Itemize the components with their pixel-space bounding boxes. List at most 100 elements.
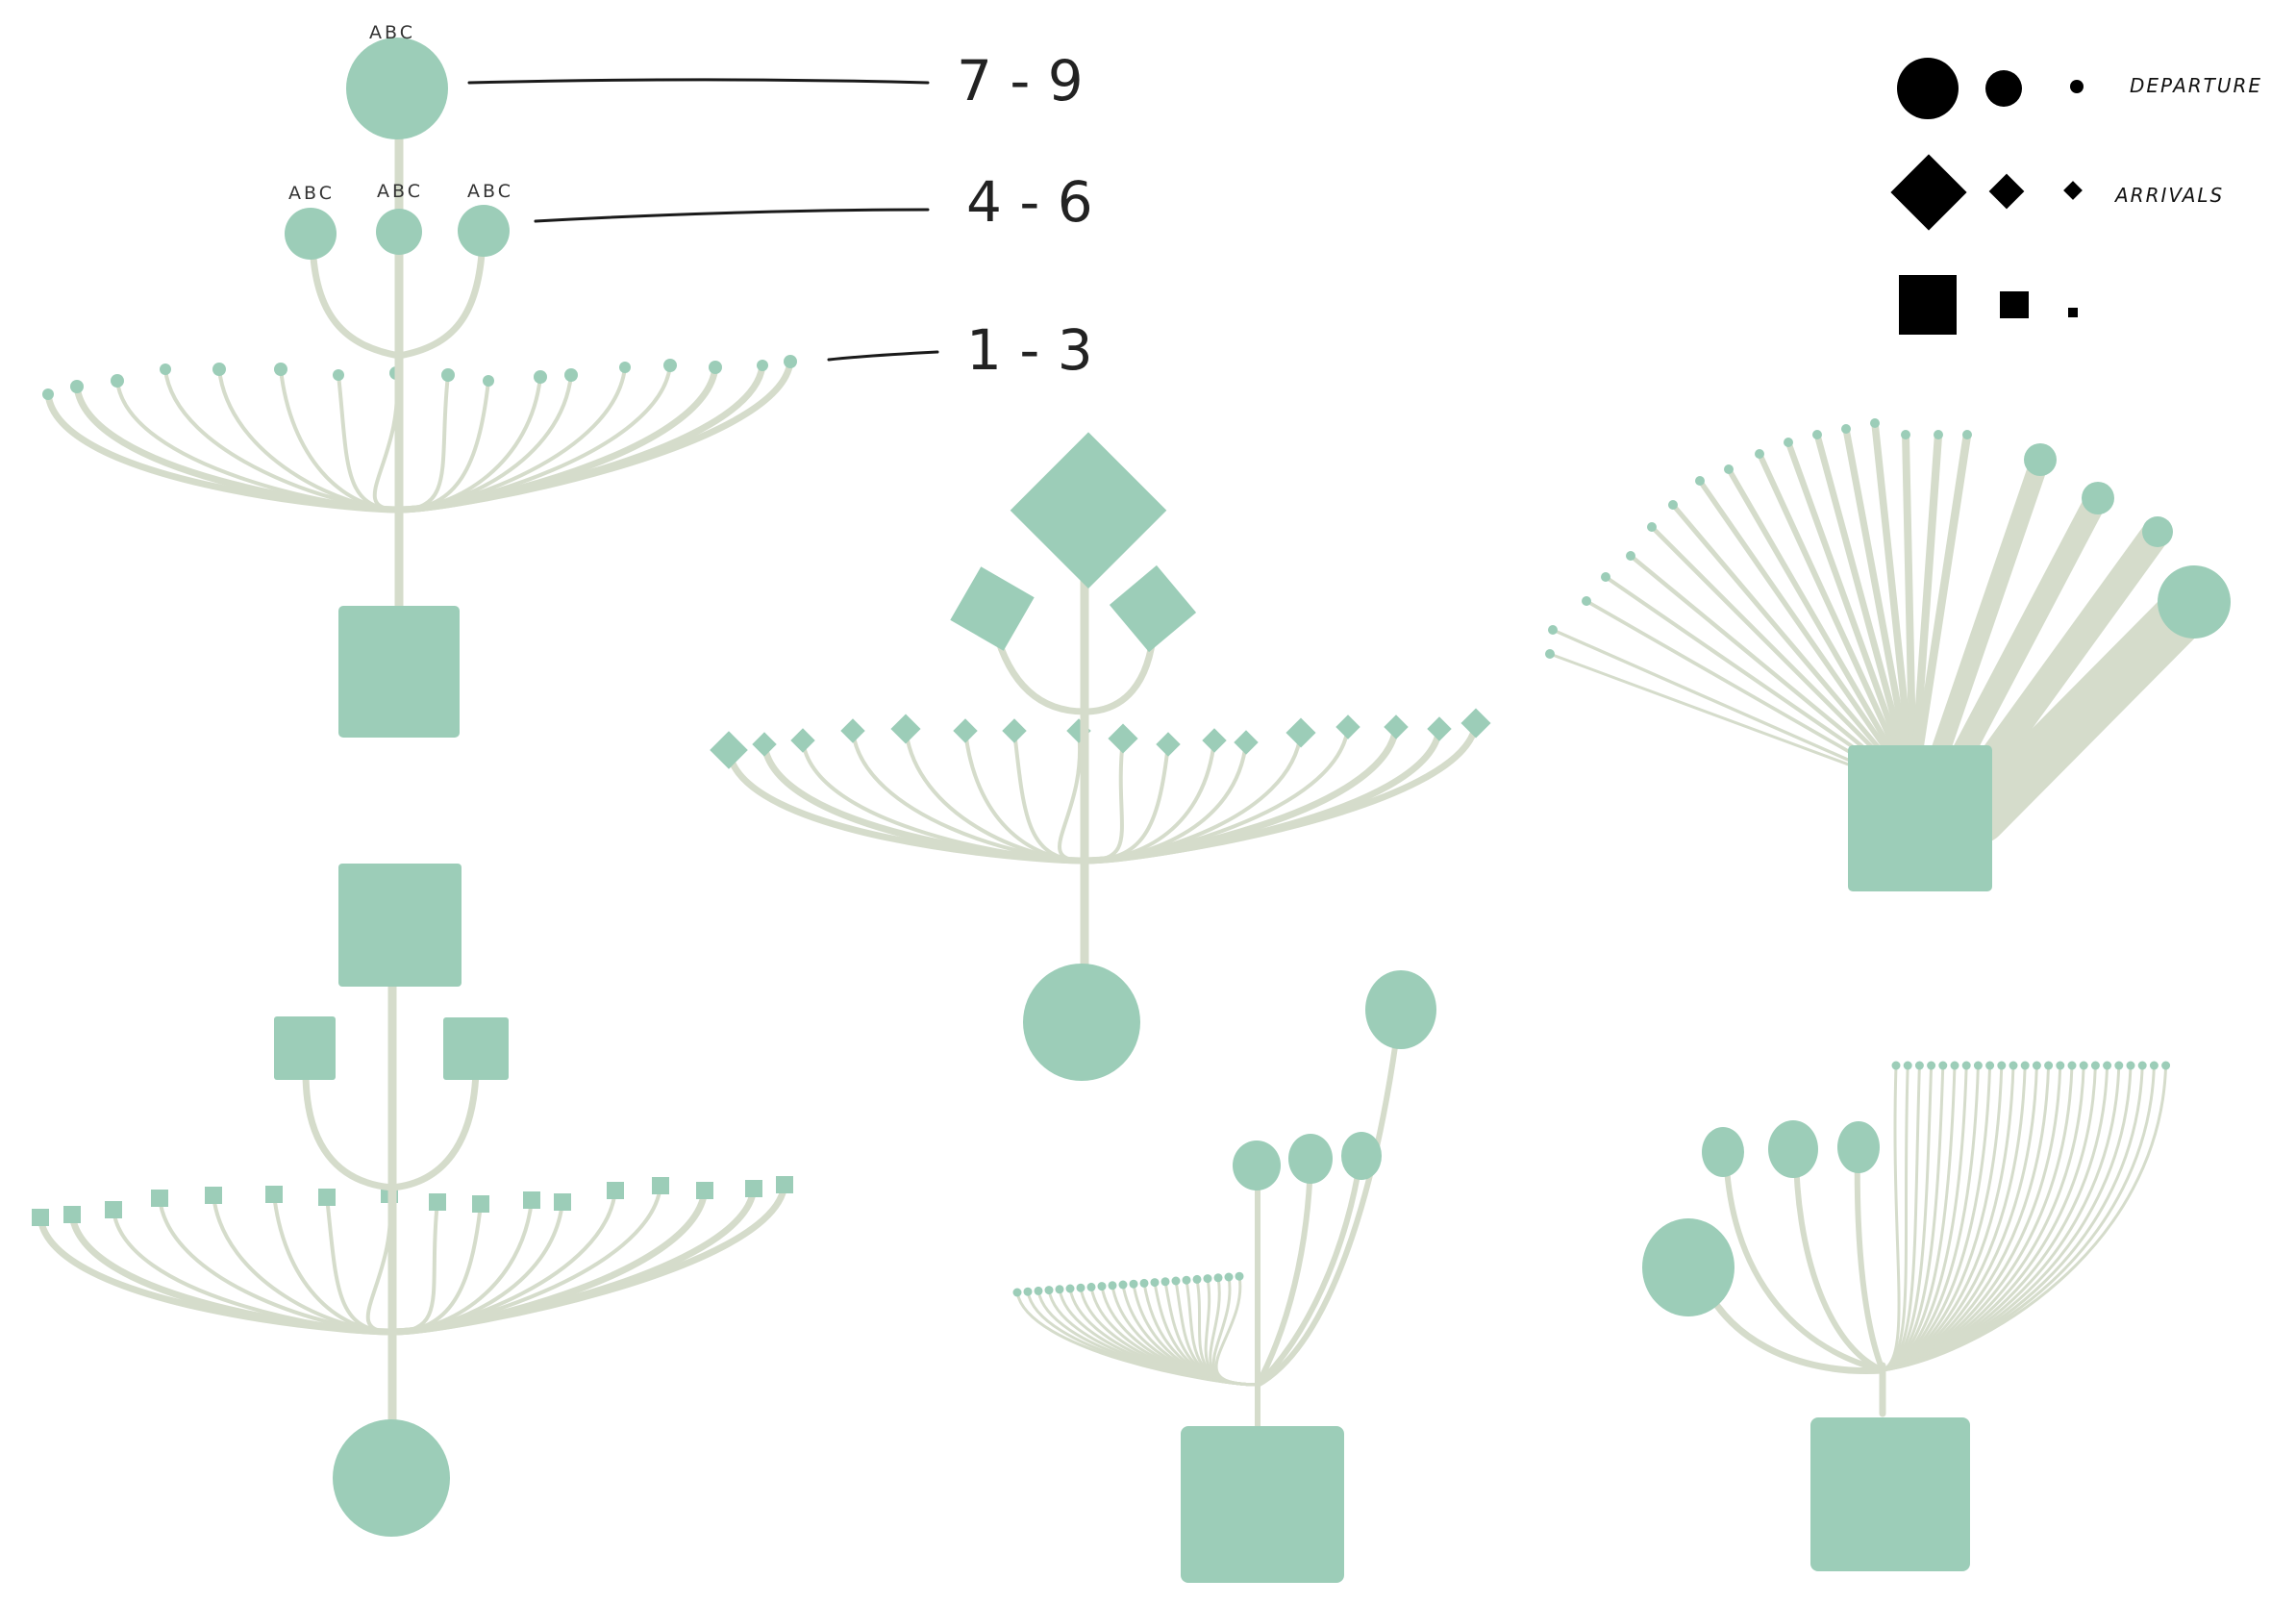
diagram-annotated-leaf-circle [709,361,722,374]
diagram-squares-mid-square [274,1016,336,1080]
diagram-left-fan-leaf-circle [1160,1277,1170,1287]
diagram-diamonds-mid-diamond [950,566,1035,651]
diagram-annotated-leaf-stem [395,358,794,514]
diagram-radial-root-square [1848,745,1992,891]
diagram-squares-leaf-stem [390,1200,439,1334]
diagram-right-fan-leaf-circle [2032,1061,2041,1070]
diagram-annotated-top-circle [346,38,448,139]
diagram-right-fan-leaf-circle [1950,1061,1959,1070]
legend-small-square [2068,308,2078,317]
diagram-squares-leaf-square [523,1191,540,1209]
diagram-right-fan-level-1-stems [1881,1061,2171,1372]
diagram-right-fan-mid-circle [1768,1120,1818,1178]
diagram-radial-leaf-stem [1842,425,1917,792]
diagram-radial-leaf-stem [1756,450,1917,792]
diagram-diamonds-root-circle [1023,964,1140,1081]
diagram-radial-leaf-stem [1726,466,1916,791]
diagram-radial-leaf-circle [1647,522,1657,532]
diagram-radial [1545,418,2231,891]
diagram-left-fan-branch [1255,1156,1363,1388]
diagram-annotated-branch-right [395,232,487,360]
diagram-diamonds-leaf-diamond [1384,714,1409,739]
diagram-annotated-leaf-circle [564,368,578,382]
node-label: ABC [369,22,415,43]
diagram-radial-branch [1928,450,2050,769]
diagram-right-fan-top-circle [1642,1218,1734,1316]
legend-departure-large-circle [1897,58,1959,119]
diagram-right-fan-branch [1854,1141,1885,1373]
diagram-right-fan-leaf-circle [2114,1061,2124,1070]
diagram-left-fan-leaf-circle [1139,1278,1149,1288]
diagram-squares-leaf-stem [388,1187,709,1336]
diagram-diamonds-leaf-diamond [1427,716,1452,741]
diagram-radial-level-1-stems [1545,418,1972,793]
diagram-radial-leaf-stem [1670,502,1916,791]
diagram-squares-leaf-square [696,1182,713,1199]
diagram-radial-leaf-stem [1813,431,1917,792]
diagram-diamonds-mid-diamond [1109,564,1197,653]
diagram-radial-mid-circle [2142,516,2173,547]
legend-medium-square [2000,291,2029,318]
diagram-left-fan-leaf-circle [1235,1271,1244,1281]
diagram-annotated-leaf-circle [42,388,54,400]
diagram-radial-leaf-circle [1841,424,1851,434]
diagram-right-fan-leaf-circle [2056,1061,2065,1070]
legend-arrivals-medium-diamond [1988,173,2025,210]
diagram-squares-branch-left [302,1068,396,1191]
diagram-right-fan-leaf-circle [2090,1061,2100,1070]
diagram-left-fan-top-circle [1365,970,1436,1049]
diagram-diamonds-leaf-diamond [710,731,748,769]
diagram-squares-branch-right [388,1068,480,1191]
diagram-diamonds-leaf-stem [1081,719,1480,865]
level-label-top: 7 - 9 [957,48,1084,113]
diagram-right-fan-leaf-circle [2126,1061,2135,1070]
level-label-bottom: 1 - 3 [966,317,1093,383]
diagram-annotated-leaf-circle [757,360,768,371]
diagram-right-fan-leaf-circle [1891,1061,1901,1070]
diagram-squares-leaf-square [63,1206,81,1223]
diagram-annotated-leaf-circle [160,363,171,375]
legend-departure-label: DEPARTURE [2130,74,2262,97]
diagram-left-fan-leaf-circle [1034,1286,1043,1295]
diagram-left-fan-leaf-stem [1214,1274,1260,1387]
diagram-diamonds-leaf-stem [1058,729,1086,863]
legend-arrivals-label: ARRIVALS [2113,184,2224,207]
diagram-left-fan-leaf-circle [1182,1275,1191,1285]
diagram-annotated: ABC ABC ABC ABC 7 - 9 4 - 6 1 - 3 [42,22,1093,738]
diagram-annotated-mid-circle [458,205,510,257]
diagram-diamonds-leaf-diamond [1002,718,1027,743]
diagram-right-fan-leaf-circle [1973,1061,1983,1070]
diagram-radial-leaf-stem [1871,419,1917,792]
diagram-diamonds-leaf-stem [1083,737,1125,863]
diagram-squares-leaf-square [554,1193,571,1211]
diagram-annotated-branch-left [309,232,403,360]
diagram-left-fan-leaf-circle [1118,1280,1128,1290]
leader-line-top [467,78,930,85]
diagram-right-fan-leaf-circle [1997,1061,2007,1070]
diagram-radial-leaf-circle [1870,418,1880,428]
diagram-right-fan-leaf-circle [2161,1061,2171,1070]
diagram-left-fan-mid-circle [1341,1132,1382,1180]
diagram-annotated-leaf-circle [441,368,455,382]
diagram-annotated-leaf-circle [619,362,631,373]
diagram-squares-leaf-square [151,1190,168,1207]
leader-line-middle [534,208,930,223]
diagram-radial-leaf-stem [1697,478,1916,791]
diagram-right-fan-leaf-circle [1938,1061,1948,1070]
diagram-right-fan-leaf-circle [1903,1061,1912,1070]
diagram-right-fan-leaf-circle [1927,1061,1936,1070]
diagram-left-fan [1012,970,1436,1583]
level-label-middle: 4 - 6 [966,169,1093,235]
diagram-left-fan-leaf-circle [1086,1282,1096,1291]
diagram-left-fan-leaf-circle [1224,1272,1234,1282]
diagram-radial-leaf-circle [1901,430,1910,439]
diagram-annotated-leaf-circle [663,359,677,372]
diagram-squares-leaf-stem [388,1181,788,1336]
diagram-radial-leaf-circle [1545,649,1555,659]
diagram-radial-leaf-circle [1548,625,1558,635]
node-label: ABC [377,181,423,202]
diagram-right-fan-mid-circle [1837,1121,1880,1173]
diagram-right-fan-leaf-circle [2137,1061,2147,1070]
diagram-left-fan-leaf-stem [1015,1291,1260,1387]
diagram-right-fan-leaf-circle [1961,1061,1971,1070]
